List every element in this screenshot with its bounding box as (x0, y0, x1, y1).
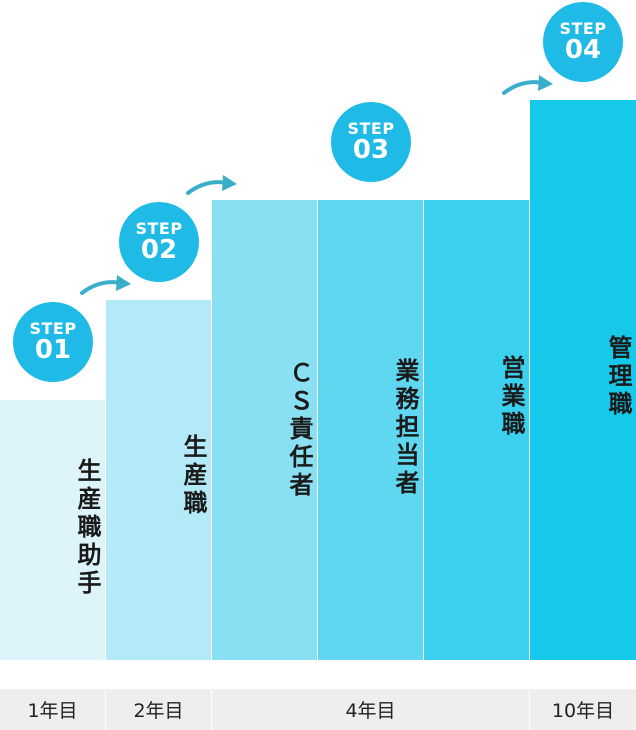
column-1: 生産職助手 (0, 400, 105, 660)
column-6: 管理職 (530, 100, 636, 660)
step-number: 02 (140, 235, 178, 265)
year-label-4: 4年目 (212, 689, 529, 730)
step-number: 01 (34, 335, 72, 365)
curved-arrow-icon (80, 275, 131, 295)
column-label: 管理職 (604, 335, 632, 419)
step-word: STEP (29, 319, 77, 338)
column-label: 営業職 (497, 355, 525, 439)
step-word: STEP (559, 19, 607, 38)
step-badge-01: STEP 01 (13, 302, 93, 382)
column-label: 業務担当者 (391, 358, 419, 498)
year-label-1: 1年目 (0, 689, 105, 730)
column-4: 業務担当者 (318, 200, 423, 660)
year-label-2: 2年目 (106, 689, 211, 730)
step-badge-04: STEP 04 (543, 2, 623, 82)
step-number: 04 (564, 35, 602, 65)
column-label: ＣＳ責任者 (285, 360, 313, 500)
column-label: 生産職 (179, 434, 207, 518)
step-number: 03 (352, 135, 390, 165)
step-word: STEP (347, 119, 395, 138)
curved-arrow-icon (502, 75, 553, 95)
column-2: 生産職 (106, 300, 211, 660)
year-label-10: 10年目 (530, 689, 636, 730)
step-badge-02: STEP 02 (119, 202, 199, 282)
column-5: 営業職 (424, 200, 529, 660)
column-label: 生産職助手 (73, 458, 101, 598)
column-3: ＣＳ責任者 (212, 200, 317, 660)
step-badge-03: STEP 03 (331, 102, 411, 182)
step-word: STEP (135, 219, 183, 238)
curved-arrow-icon (186, 175, 237, 195)
